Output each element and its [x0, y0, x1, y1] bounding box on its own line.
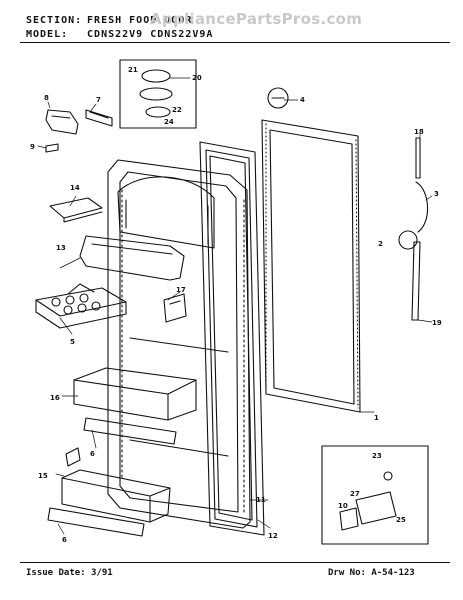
callout-10: 10 — [338, 502, 348, 510]
model-line: MODEL: CDNS22V9 CDNS22V9A — [26, 29, 213, 40]
section-label: SECTION: — [26, 15, 83, 26]
callout-1: 1 — [374, 414, 379, 422]
watermark: AppliancePartsPros.com — [150, 10, 363, 28]
footer-rule — [20, 562, 450, 563]
callout-24: 24 — [164, 118, 174, 126]
callout-6b: 6 — [62, 536, 67, 544]
callout-27: 27 — [350, 490, 360, 498]
header-rule — [20, 42, 450, 43]
cap-4 — [267, 87, 289, 109]
callout-14: 14 — [70, 184, 80, 192]
butter-compartment-door — [49, 197, 103, 223]
callout-4: 4 — [300, 96, 305, 104]
retainer-bar-upper — [83, 417, 177, 445]
callout-21: 21 — [128, 66, 138, 74]
issue-date: Issue Date: 3/91 — [26, 568, 113, 578]
callout-19: 19 — [432, 319, 442, 327]
bottom-door-bin — [61, 447, 171, 523]
door-handle — [398, 137, 429, 321]
model-value: CDNS22V9 CDNS22V9A — [87, 29, 214, 40]
retainer-bar-lower — [47, 507, 145, 537]
callout-9: 9 — [30, 143, 35, 151]
door-gasket — [199, 141, 265, 536]
callout-labels: 1 2 3 4 5 6 6 7 8 9 10 11 12 13 14 15 16… — [30, 66, 442, 544]
egg-tray — [35, 283, 127, 329]
callout-23: 23 — [372, 452, 382, 460]
hinge-8 — [45, 109, 79, 135]
detail-box-20-24 — [119, 59, 197, 129]
dairy-compartment — [79, 176, 215, 281]
hinge-bracket-7 — [85, 109, 113, 127]
detail-box-10-27 — [321, 445, 429, 545]
callout-11: 11 — [256, 496, 266, 504]
screw-9 — [45, 143, 59, 153]
outer-door-panel — [261, 119, 361, 413]
callout-22: 22 — [172, 106, 182, 114]
callout-6a: 6 — [90, 450, 95, 458]
model-label: MODEL: — [26, 29, 69, 40]
callout-3: 3 — [434, 190, 439, 198]
leader-lines — [37, 77, 433, 535]
callout-2: 2 — [378, 240, 383, 248]
section-value: FRESH FOOD DOOR — [87, 15, 193, 26]
callout-5: 5 — [70, 338, 75, 346]
callout-13: 13 — [56, 244, 66, 252]
callout-20: 20 — [192, 74, 202, 82]
shelf-cover-17 — [163, 293, 187, 323]
door-shelf-16 — [73, 367, 197, 421]
callout-17: 17 — [176, 286, 186, 294]
callout-12: 12 — [268, 532, 278, 540]
callout-25: 25 — [396, 516, 406, 524]
door-liner — [107, 159, 251, 529]
callout-7: 7 — [96, 96, 101, 104]
callout-8: 8 — [44, 94, 49, 102]
callout-16: 16 — [50, 394, 60, 402]
section-line: SECTION: FRESH FOOD DOOR — [26, 15, 192, 26]
callout-15: 15 — [38, 472, 48, 480]
callout-18: 18 — [414, 128, 424, 136]
drawing-number: Drw No: A-54-123 — [328, 568, 415, 578]
